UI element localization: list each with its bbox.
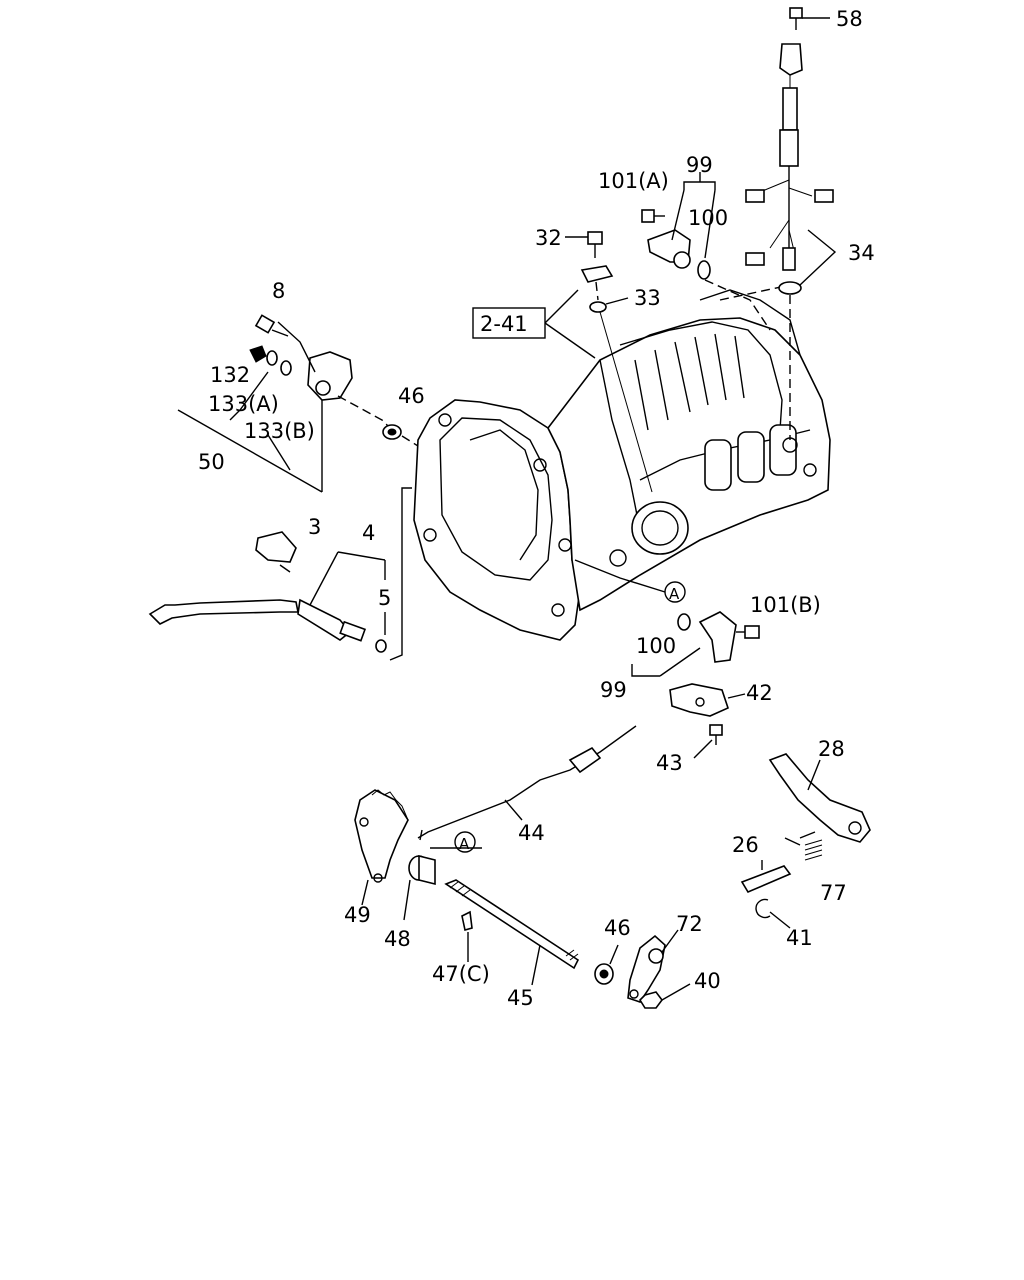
- reference-box-2-41: [472, 289, 596, 359]
- callout-32: 32: [535, 226, 562, 250]
- callout-100-top: 100: [688, 206, 728, 230]
- detent-plate-49: [354, 789, 409, 906]
- callout-8: 8: [272, 279, 285, 303]
- callout-100-bottom: 100: [636, 634, 676, 658]
- selector-lever-28: [768, 753, 871, 843]
- callout-47c: 47(C): [432, 962, 490, 986]
- inhibitor-switch: [177, 314, 419, 493]
- callout-labels: 58 101(A) 99 100 34 32 33 2-41 8 132 133…: [198, 7, 875, 1010]
- washer-46-lower: [594, 944, 619, 985]
- nut-40: [638, 983, 691, 1009]
- transmission-housing: [413, 284, 831, 641]
- callout-28: 28: [818, 737, 845, 761]
- callout-48: 48: [384, 927, 411, 951]
- callout-50: 50: [198, 450, 225, 474]
- callout-33: 33: [634, 286, 661, 310]
- callout-101b: 101(B): [750, 593, 821, 617]
- callout-49: 49: [344, 903, 371, 927]
- callout-46-bottom: 46: [604, 916, 631, 940]
- callout-2-41: 2-41: [480, 312, 528, 336]
- callout-101a: 101(A): [598, 169, 669, 193]
- breather-assembly: [565, 231, 653, 493]
- callout-45: 45: [507, 986, 534, 1010]
- callout-34: 34: [848, 241, 875, 265]
- speed-sensor-upper: [641, 172, 771, 331]
- reference-letter-a-housing: A: [669, 585, 680, 603]
- callout-43: 43: [656, 751, 683, 775]
- callout-3: 3: [308, 515, 321, 539]
- spring-77: [784, 831, 823, 861]
- oil-level-tube: [148, 487, 412, 661]
- pin-47c: [461, 910, 473, 962]
- manual-shaft-45: [430, 847, 580, 986]
- pin-26: [740, 860, 792, 894]
- callout-99-bottom: 99: [600, 678, 627, 702]
- bushing-48: [403, 854, 436, 921]
- arm-72: [627, 929, 679, 1003]
- callout-133a: 133(A): [208, 392, 279, 416]
- callout-44: 44: [518, 821, 545, 845]
- callout-40: 40: [694, 969, 721, 993]
- callout-46-top: 46: [398, 384, 425, 408]
- callout-4: 4: [362, 521, 375, 545]
- callout-5: 5: [378, 586, 391, 610]
- callout-42: 42: [746, 681, 773, 705]
- wiring-harness: [745, 7, 837, 440]
- callout-99-top: 99: [686, 153, 713, 177]
- bracket-42: [669, 683, 746, 759]
- reference-letter-a-shaft: A: [459, 835, 470, 853]
- callout-133b: 133(B): [244, 419, 315, 443]
- reference-marker-a-housing: A: [664, 581, 686, 603]
- control-rod-44: [417, 725, 637, 841]
- callout-77: 77: [820, 881, 847, 905]
- callout-132: 132: [210, 363, 250, 387]
- speed-sensor-lower: [574, 559, 760, 677]
- reference-marker-a-shaft: A: [454, 831, 476, 853]
- clip-41: [755, 898, 791, 929]
- callout-58: 58: [836, 7, 863, 31]
- callout-72: 72: [676, 912, 703, 936]
- callout-26: 26: [732, 833, 759, 857]
- callout-41: 41: [786, 926, 813, 950]
